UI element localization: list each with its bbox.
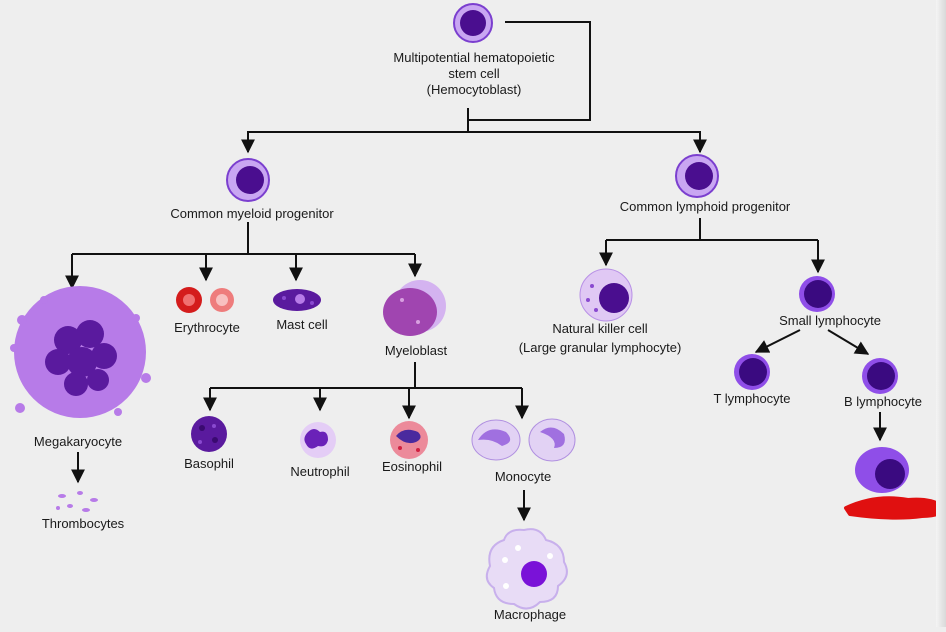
monocyte-cells <box>471 418 576 462</box>
right-edge-shadow <box>936 0 946 627</box>
macrophage-cell <box>485 528 568 610</box>
nk-cell <box>579 268 633 322</box>
eosinophil-label: Eosinophil <box>382 459 442 474</box>
small-to-b <box>827 329 870 355</box>
stem-cell-label-line3: (Hemocytoblast) <box>426 82 522 97</box>
stem-cell <box>453 3 493 43</box>
lymphoid-progenitor-label: Common lymphoid progenitor <box>619 199 791 214</box>
myeloblast-label: Myeloblast <box>384 343 448 358</box>
erythrocyte-label: Erythrocyte <box>174 320 240 335</box>
stem-to-split <box>468 21 591 121</box>
stem-cell-label-line2: stem cell <box>448 66 500 81</box>
monocyte-label: Monocyte <box>494 469 552 484</box>
t-lymphocyte-cell <box>734 354 770 390</box>
t-lymphocyte-label: T lymphocyte <box>713 391 791 406</box>
lymphoid-progenitor-cell <box>675 154 719 198</box>
neutrophil-cell <box>300 422 336 458</box>
small-lymphocyte-label: Small lymphocyte <box>779 313 881 328</box>
neutrophil-label: Neutrophil <box>290 464 350 479</box>
macrophage-label: Macrophage <box>493 607 567 622</box>
thrombocytes-label: Thrombocytes <box>41 516 125 531</box>
small-lymphocyte-cell <box>799 276 835 312</box>
split-to-myeloid <box>241 131 468 154</box>
connector-lines <box>65 21 887 522</box>
eosinophil-cell <box>390 421 428 459</box>
split-to-lymphoid <box>468 131 707 154</box>
small-to-t <box>754 329 801 353</box>
nk-cell-label-line2: (Large granular lymphocyte) <box>518 340 682 355</box>
plasma-cell <box>855 447 909 493</box>
red-annotation-mark <box>844 496 945 520</box>
myeloid-progenitor-label: Common myeloid progenitor <box>170 206 334 221</box>
mast-cell <box>273 289 321 311</box>
megakaryocyte-label: Megakaryocyte <box>33 434 123 449</box>
megakaryocyte-cell <box>10 286 151 418</box>
nk-cell-label-line1: Natural killer cell <box>552 321 648 336</box>
mast-cell-label: Mast cell <box>276 317 328 332</box>
basophil-label: Basophil <box>184 456 234 471</box>
b-lymphocyte-label: B lymphocyte <box>843 394 923 409</box>
b-lymphocyte-cell <box>862 358 898 394</box>
myeloid-progenitor-cell <box>226 158 270 202</box>
basophil-cell <box>191 416 227 452</box>
erythrocyte-cells <box>176 287 234 313</box>
myeloblast-cell <box>383 280 446 336</box>
stem-cell-label-line1: Multipotential hematopoietic <box>393 50 555 65</box>
thrombocytes-cells <box>56 491 98 512</box>
